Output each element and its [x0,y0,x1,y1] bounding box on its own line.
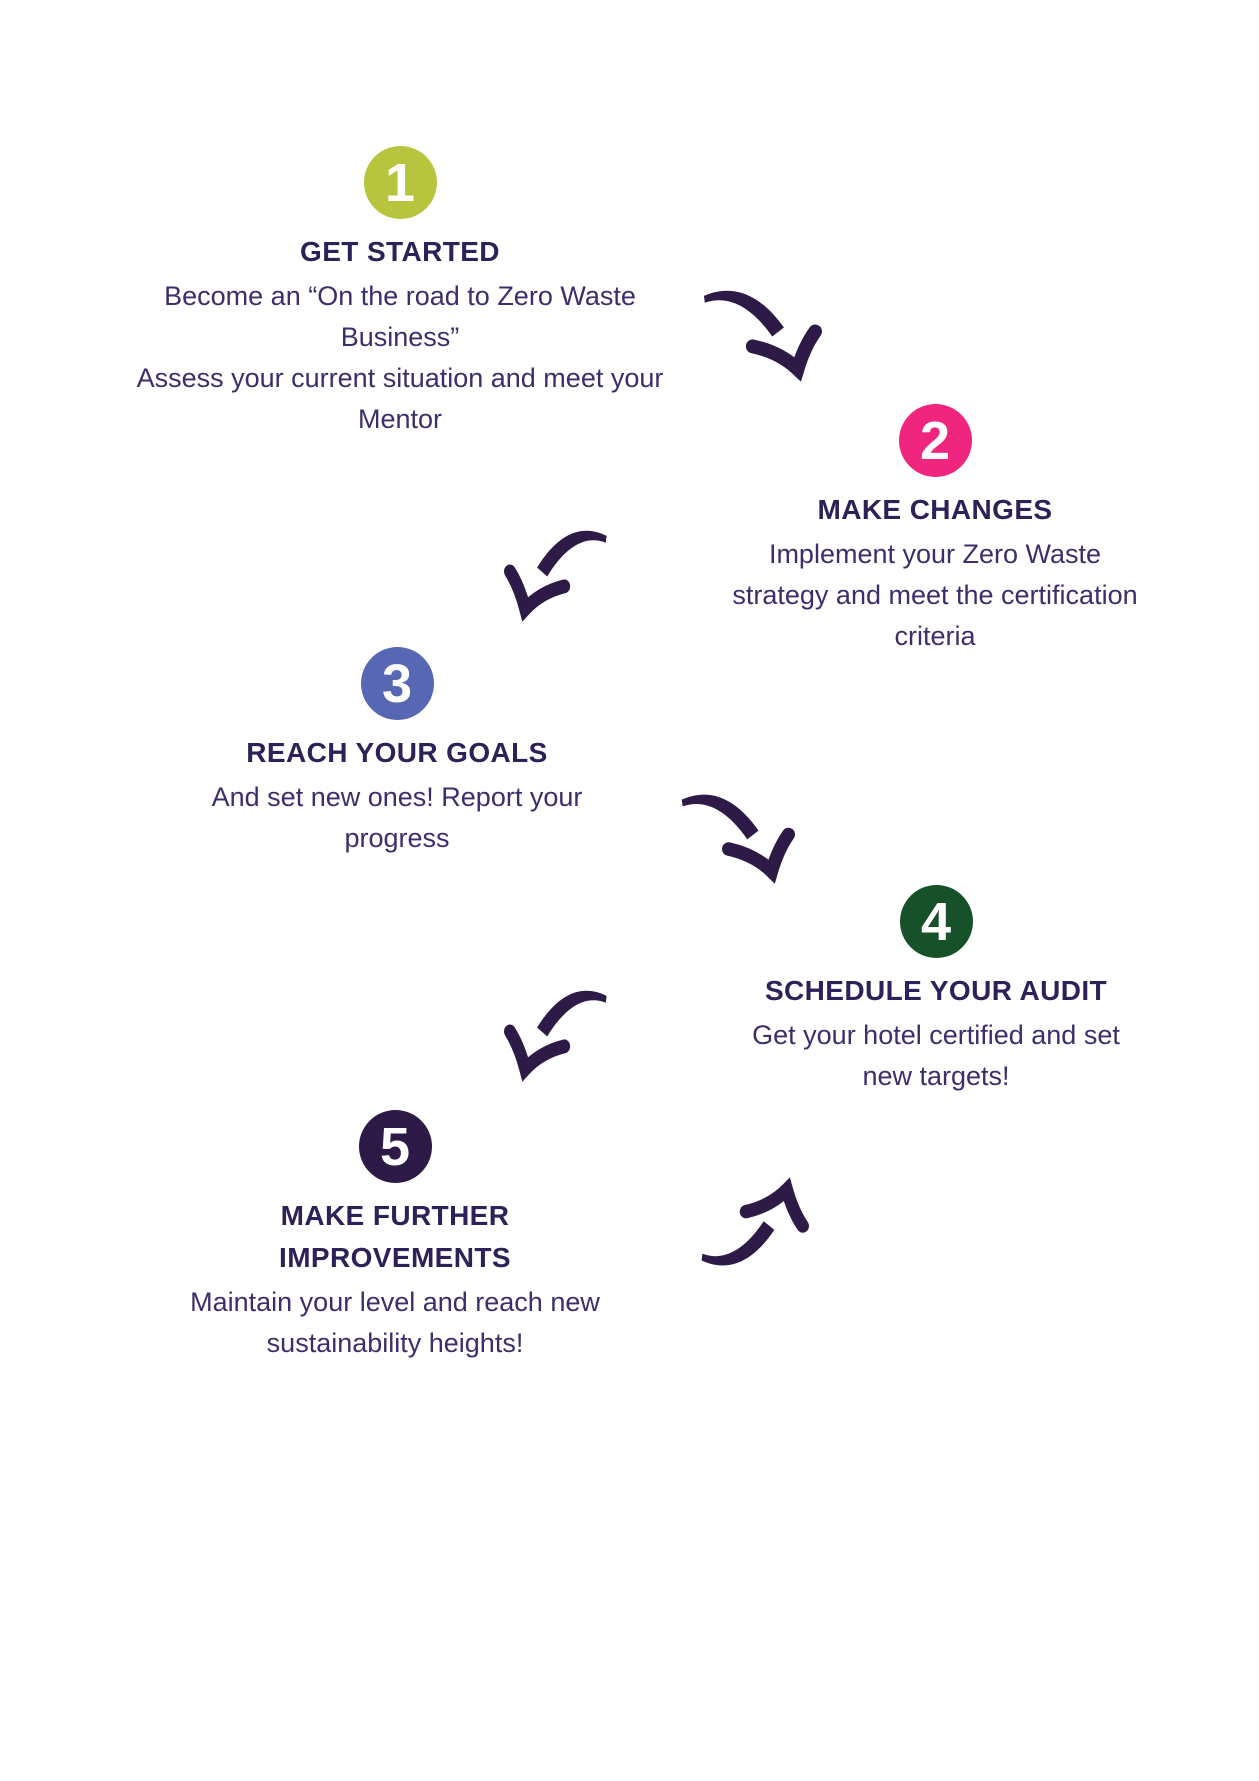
step-4-number-badge: 4 [899,885,973,958]
curved-arrow-step1-to-step2-icon [703,290,822,382]
step-5-number-badge: 5 [358,1110,432,1183]
curved-arrow-step2-to-step3-icon [504,530,607,622]
step-1-number-badge: 1 [363,146,437,219]
step-4-description: Get your hotel certified and set new tar… [752,1020,1120,1091]
step-3-number: 3 [381,653,413,714]
step-3: 3 REACH YOUR GOALS And set new ones! Rep… [115,647,679,859]
step-2-title: MAKE CHANGES [817,494,1053,525]
curved-arrow-step5-upward-icon [701,1177,809,1266]
step-1-number: 1 [384,152,416,213]
curved-arrow-step4-to-step5-icon [504,990,607,1082]
step-4-number: 4 [920,891,952,952]
step-5-title: MAKE FURTHER IMPROVEMENTS [279,1200,511,1273]
step-2-description: Implement your Zero Waste strategy and m… [732,539,1138,651]
step-2-number: 2 [919,410,951,471]
step-4-title: SCHEDULE YOUR AUDIT [764,975,1108,1006]
step-1: 1 GET STARTED Become an “On the road to … [118,146,682,440]
step-5-number: 5 [379,1116,411,1177]
step-2: 2 MAKE CHANGES Implement your Zero Waste… [685,404,1185,657]
step-2-number-badge: 2 [898,404,972,477]
step-3-title: REACH YOUR GOALS [246,737,548,768]
step-1-description: Become an “On the road to Zero Waste Bus… [136,281,664,434]
step-5-description: Maintain your level and reach new sustai… [190,1287,600,1358]
step-3-description: And set new ones! Report your progress [211,782,583,853]
step-5: 5 MAKE FURTHER IMPROVEMENTS Maintain you… [113,1110,677,1364]
step-1-title: GET STARTED [300,236,500,267]
curved-arrow-step3-to-step4-icon [681,794,795,884]
step-3-number-badge: 3 [360,647,434,720]
step-4: 4 SCHEDULE YOUR AUDIT Get your hotel cer… [686,885,1186,1097]
